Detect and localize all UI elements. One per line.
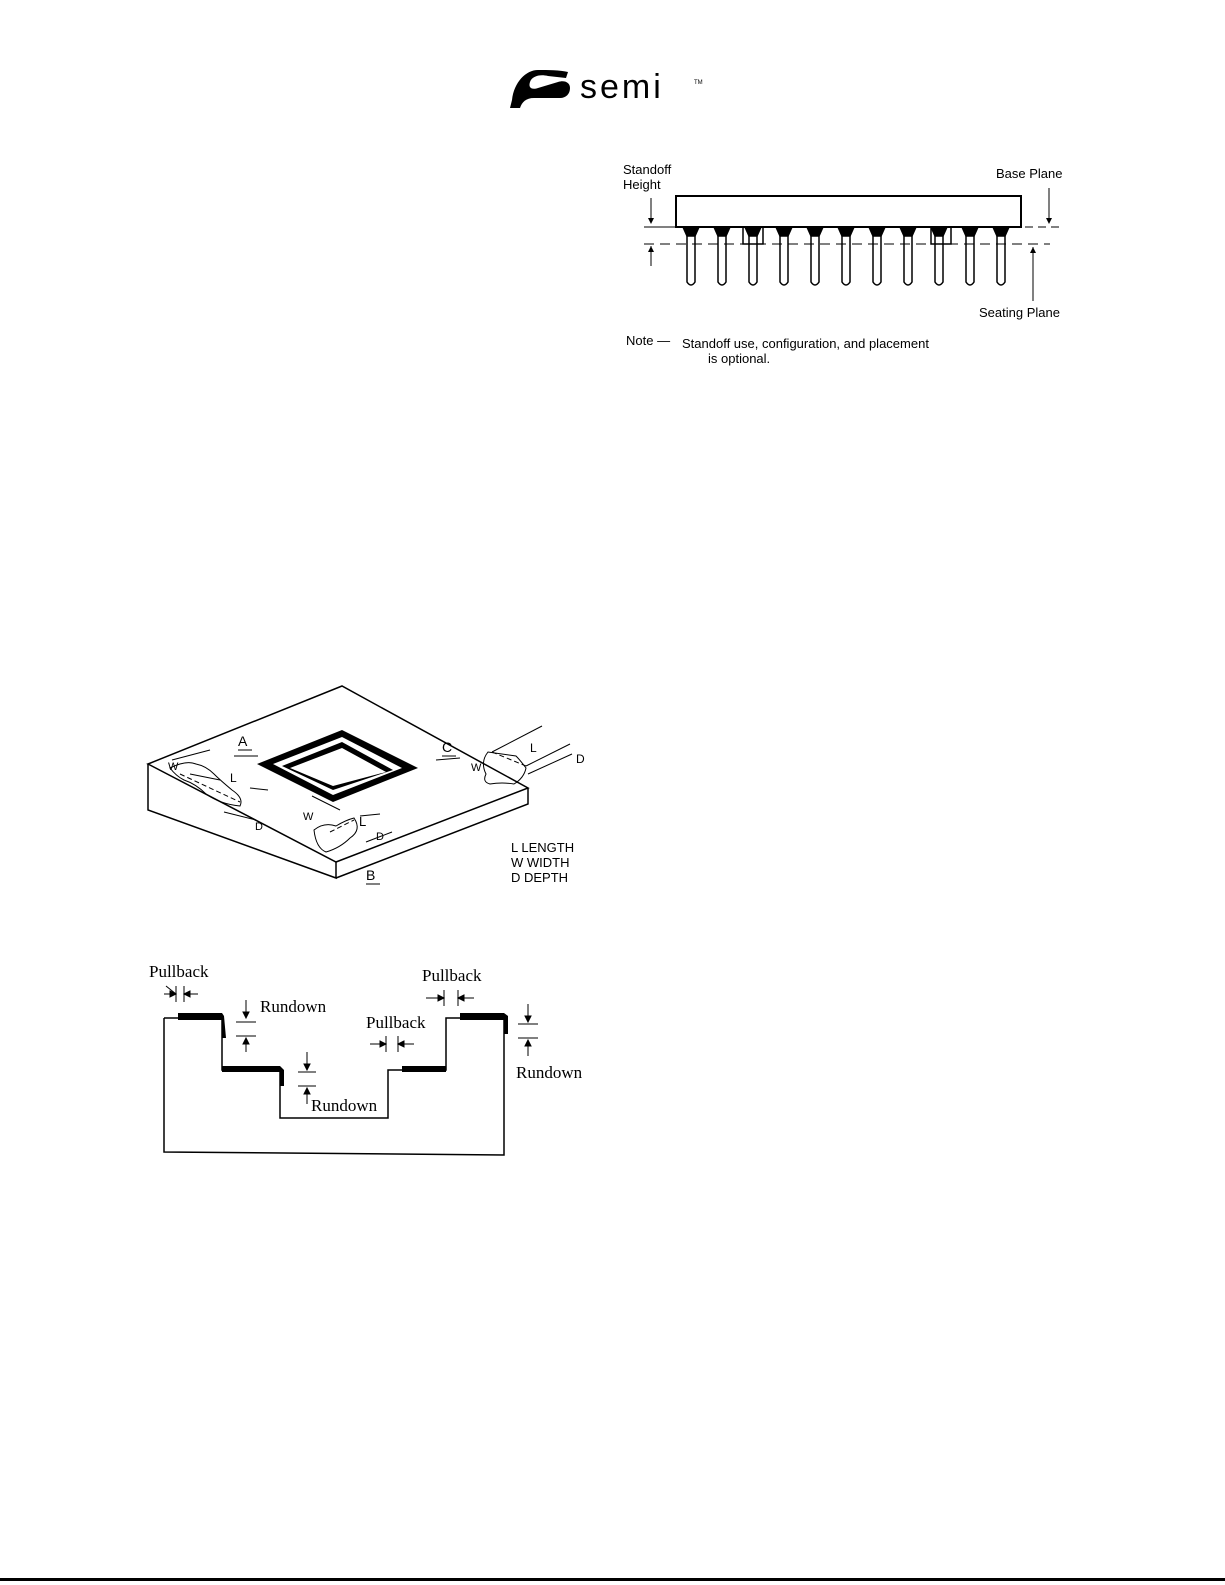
seating-plane-label: Seating Plane [979,305,1060,320]
pullback-left-arrows [164,986,198,1002]
semi-logo: semi TM [508,64,708,114]
chip-c-label: C [442,739,452,755]
legend-depth: D DEPTH [511,870,568,885]
pullback-middle-label: Pullback [366,1013,426,1032]
footer-rule [0,1578,1225,1581]
chip-b-label: B [366,867,375,883]
standoff-height-label-2: Height [623,177,661,192]
chip-a [170,750,268,820]
chip-c-l: L [530,741,537,755]
legend-length: L LENGTH [511,840,574,855]
rundown-right-arrows [518,1004,538,1056]
pullback-figure: Pullback Rundown Rundown Pullback Pullba… [140,960,588,1160]
cavity [257,730,418,802]
chip-a-w: W [168,761,179,773]
semi-logo-text: semi [580,68,664,106]
semi-logo-tm: TM [694,80,703,86]
cross-section-outline [164,1018,504,1155]
standoff-figure: Standoff Height Base Plane Seating Plane… [620,158,1090,373]
legend-width: W WIDTH [511,855,569,870]
rundown-left-arrows [236,1000,256,1052]
standoff-height-label-1: Standoff [623,162,672,177]
chip-a-label: A [238,733,248,749]
chip-c-w: W [471,762,482,774]
chipout-figure: A W L D B W L D C W L D L LENGTH W WIDTH… [140,680,590,895]
chip-b [312,796,392,852]
chip-c-d: D [576,752,585,766]
chip-a-l: L [230,771,237,785]
note-line-2: is optional. [708,351,770,366]
note-line-1: Standoff use, configuration, and placeme… [682,336,929,351]
pullback-left-label: Pullback [149,962,209,981]
note-prefix: Note — [626,333,670,348]
pullback-middle-arrows [370,1036,414,1052]
package-body [676,196,1021,227]
leads [683,227,1009,285]
chip-b-w: W [303,811,314,823]
pullback-right-arrows [426,990,474,1006]
pullback-right-label: Pullback [422,966,482,985]
rundown-left-label: Rundown [260,997,327,1016]
semi-logo-mark [510,70,570,108]
metallization [178,1013,508,1086]
chip-a-d: D [255,821,263,833]
chip-b-l: L [359,814,366,829]
base-plane-label: Base Plane [996,166,1063,181]
rundown-right-label: Rundown [516,1063,583,1082]
chip-b-d: D [376,831,384,843]
rundown-middle-label: Rundown [311,1096,378,1115]
